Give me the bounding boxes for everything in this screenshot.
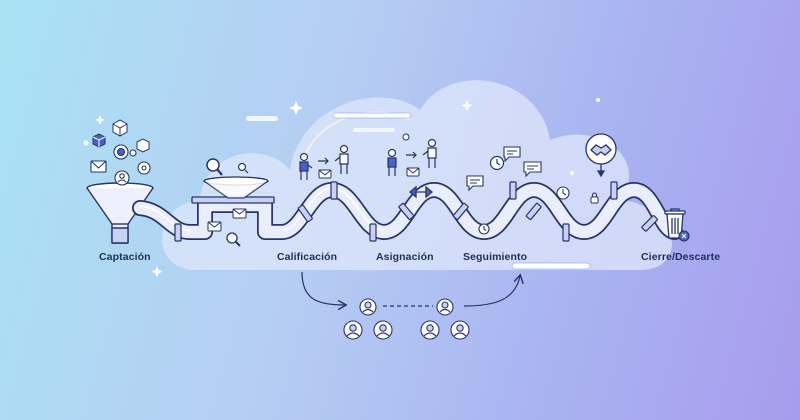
funnel-icon (191, 176, 275, 204)
stage-label-captacion: Captación (99, 251, 151, 263)
mail-icon (232, 208, 247, 219)
cube-icon (112, 119, 128, 137)
chat-bubble-icon (523, 161, 542, 178)
target-icon (113, 144, 137, 160)
clock-icon (556, 186, 570, 200)
stage-label-asignacion: Asignación (376, 251, 434, 263)
clock-icon (478, 223, 490, 235)
close-icon (678, 230, 690, 242)
avatar-icon (343, 320, 363, 340)
magnifier-icon (206, 158, 223, 176)
user-icon (114, 170, 130, 186)
pipeline-tube (132, 182, 683, 240)
arrow-right-icon (318, 157, 329, 165)
sparkles (83, 98, 600, 278)
cube-icon (136, 138, 150, 153)
pipe-joints (174, 181, 658, 242)
avatar-group-left (343, 298, 393, 340)
mail-icon (406, 167, 420, 177)
avatar-icon (359, 298, 377, 316)
assignment-flow-arrows (301, 271, 520, 306)
avatar-icon (436, 298, 454, 316)
mail-icon (318, 169, 332, 179)
stage-label-seguimiento: Seguimiento (463, 251, 528, 263)
target-icon (137, 161, 151, 175)
person-icon (422, 138, 437, 168)
stage-label-cierre-descarte: Cierre/Descarte (641, 251, 721, 263)
magnifier-icon (226, 232, 241, 247)
mail-icon (90, 160, 107, 173)
trash-icon (664, 208, 686, 239)
cube-icon (92, 133, 106, 148)
lock-icon (590, 192, 599, 204)
magnifier-icon (237, 162, 249, 174)
avatar-icon (420, 320, 440, 340)
swap-arrows-icon (408, 185, 434, 199)
handshake-icon (585, 133, 617, 178)
person-icon (387, 148, 397, 176)
highlight-bars (246, 112, 591, 270)
avatar-group-right (420, 298, 470, 340)
stage-label-calificacion: Calificación (277, 251, 338, 263)
chat-bubble-icon (466, 175, 484, 192)
avatar-icon (450, 320, 470, 340)
clock-icon (489, 155, 505, 171)
avatar-icon (373, 320, 393, 340)
arrow-right-icon (406, 151, 417, 159)
person-icon (334, 144, 349, 174)
mail-icon (207, 221, 222, 232)
chat-bubble-icon (503, 146, 521, 163)
person-icon (299, 152, 313, 180)
